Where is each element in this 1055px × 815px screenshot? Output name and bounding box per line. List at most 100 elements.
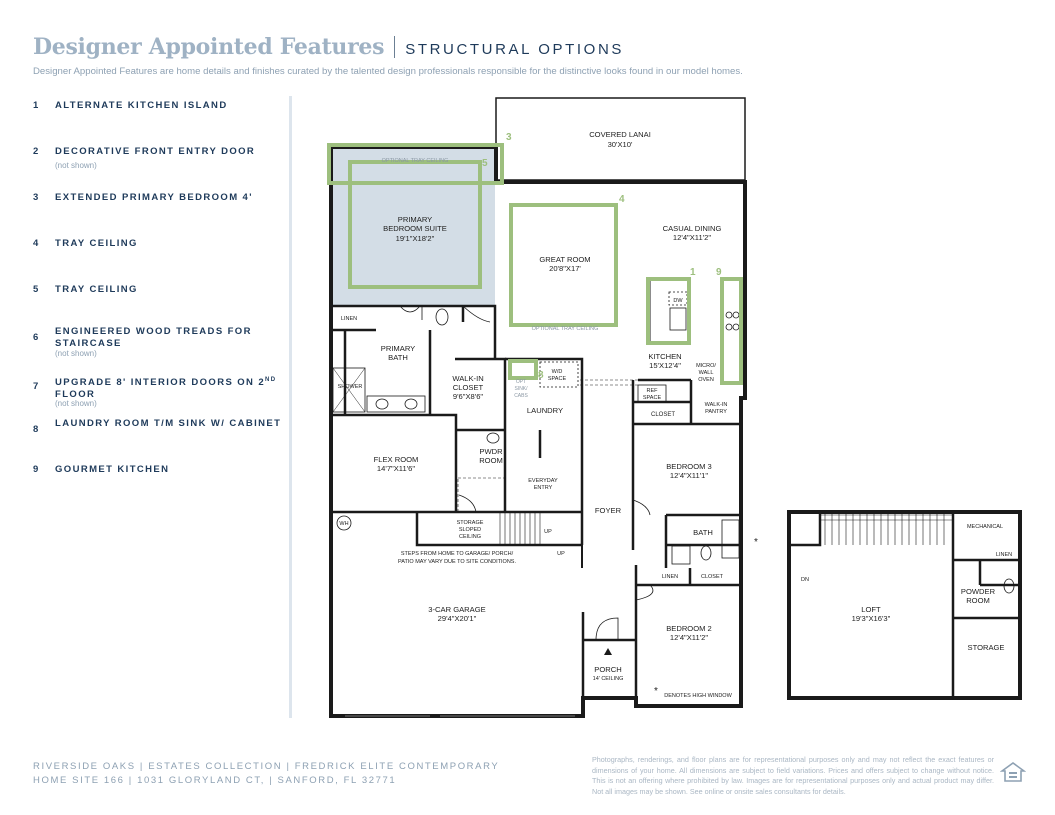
storage-label: STORAGE (968, 643, 1005, 652)
highlight-extended-bedroom (327, 143, 504, 185)
wd-space (539, 361, 579, 388)
feature-label: ENGINEERED WOOD TREADS FOR STAIRCASE (55, 326, 252, 349)
toilet (435, 308, 449, 326)
shower-x (332, 367, 366, 413)
foyer-label: FOYER (595, 506, 622, 515)
page-title: Designer Appointed Features (33, 34, 385, 60)
opt-sink-label: SINK/ (514, 386, 528, 392)
vanity (366, 395, 426, 413)
feature-label: TRAY CEILING (55, 238, 138, 249)
kitchen-label: KITCHEN (648, 352, 681, 361)
highlight-gourmet-kitchen (720, 277, 743, 385)
loft-stairs (820, 512, 953, 545)
kitchen-counter (721, 278, 742, 384)
primary-bath-label: BATH (388, 353, 408, 362)
sink (404, 398, 418, 410)
callout-number: 8 (538, 370, 544, 381)
callout-number: 1 (690, 267, 696, 278)
high-window-note: DENOTES HIGH WINDOW (664, 693, 732, 699)
toilet (486, 432, 500, 444)
porch-walls (581, 612, 636, 698)
primary-dim: 19'1"X18'2" (396, 234, 435, 243)
dn-label: DN (801, 577, 809, 583)
high-window-star: * (654, 686, 658, 697)
footer-disclaimer: Photographs, renderings, and floor plans… (592, 755, 994, 796)
pwdr-label: PWDR (479, 447, 503, 456)
walkin-closet-dim: 9'6"X8'6" (453, 392, 484, 401)
linen-label: LINEN (996, 552, 1012, 558)
wd-label: W/D (552, 369, 563, 375)
great-room-label: GREAT ROOM (539, 255, 590, 264)
flex-dim: 14'7"X11'6" (377, 464, 415, 473)
primary-label: PRIMARY (398, 215, 432, 224)
stairs (499, 512, 541, 545)
highlight-tray-ceiling-5 (348, 160, 482, 289)
micro-label: MICRO/ (696, 363, 716, 369)
loft-exterior-wall (787, 510, 1022, 700)
door-swing (462, 305, 491, 323)
lanai-dim: 30'X10' (608, 140, 633, 149)
feature-number: 9 (33, 464, 39, 475)
cooktop-burner (725, 323, 733, 331)
page-header: Designer Appointed Features STRUCTURAL OP… (33, 34, 624, 60)
dining-dim: 12'4"X11'2" (673, 233, 711, 242)
footer-line-1: RIVERSIDE OAKS | ESTATES COLLECTION | FR… (33, 761, 500, 772)
garage-step-walls (416, 512, 583, 568)
dining-label: CASUAL DINING (663, 224, 722, 233)
walkin-closet-label: CLOSET (453, 383, 484, 392)
callout-number: 5 (482, 158, 488, 169)
footer-line-2: HOME SITE 166 | 1031 GLORYLAND CT, | SAN… (33, 775, 397, 786)
closet-label: CLOSET (651, 412, 675, 418)
feature-number: 4 (33, 238, 39, 249)
primary-suite-fill (333, 149, 495, 306)
pwdr-label: ROOM (479, 456, 503, 465)
tub (721, 519, 740, 559)
steps-note: PATIO MAY VARY DUE TO SITE CONDITIONS. (398, 559, 516, 565)
up-label: UP (557, 551, 565, 557)
feature-number: 7 (33, 381, 39, 392)
page-subtitle: Designer Appointed Features are home det… (33, 66, 743, 77)
tray-label: OPTIONAL TRAY CEILING (382, 158, 449, 164)
callout-number: 4 (619, 194, 625, 205)
walkin-closet-label: WALK-IN (452, 374, 483, 383)
shower (332, 367, 366, 413)
high-window-star: * (754, 537, 758, 548)
linen-label: LINEN (341, 316, 357, 322)
ref-label: SPACE (643, 395, 662, 401)
steps-note: STEPS FROM HOME TO GARAGE/ PORCH/ (401, 551, 514, 557)
porch-label: 14' CEILING (593, 676, 624, 682)
everyday-label: EVERYDAY (528, 478, 558, 484)
vertical-divider (289, 96, 292, 718)
door-swing (595, 617, 619, 641)
equal-housing-opportunity-icon (1000, 762, 1026, 782)
toilet (700, 545, 712, 561)
bed2-dim: 12'4"X11'2" (670, 633, 708, 642)
fridge-space (637, 384, 667, 403)
pantry-label: WALK-IN (705, 402, 728, 408)
garage-label: 3-CAR GARAGE (428, 605, 485, 614)
bed3-dim: 12'4"X11'1" (670, 471, 708, 480)
flex-label: FLEX ROOM (374, 455, 419, 464)
bath-label: BATH (693, 528, 713, 537)
door-swing (635, 584, 654, 601)
door-swing (458, 494, 477, 513)
closet-label: CLOSET (701, 574, 724, 580)
feature-label: TRAY CEILING (55, 284, 138, 295)
door-swing (632, 499, 651, 516)
lanai-outline (495, 97, 746, 181)
feature-number: 5 (33, 284, 39, 295)
footer-address: RIVERSIDE OAKS | ESTATES COLLECTION | FR… (33, 760, 499, 788)
ref-label: REF (647, 388, 659, 394)
dashed-lines (457, 379, 638, 512)
section-title: STRUCTURAL OPTIONS (405, 41, 624, 58)
storage-label: SLOPED (459, 527, 481, 533)
feature-number: 2 (33, 146, 39, 157)
wh-label: WH (339, 521, 348, 527)
feature-label: GOURMET KITCHEN (55, 464, 170, 475)
loft-interior-walls (789, 512, 1020, 698)
bed3-label: BEDROOM 3 (666, 462, 712, 471)
loft-dim: 19'3"X16'3" (852, 614, 891, 623)
entry-arrow-icon (604, 648, 612, 655)
primary-bath-label: PRIMARY (381, 344, 415, 353)
laundry-label: LAUNDRY (527, 406, 563, 415)
